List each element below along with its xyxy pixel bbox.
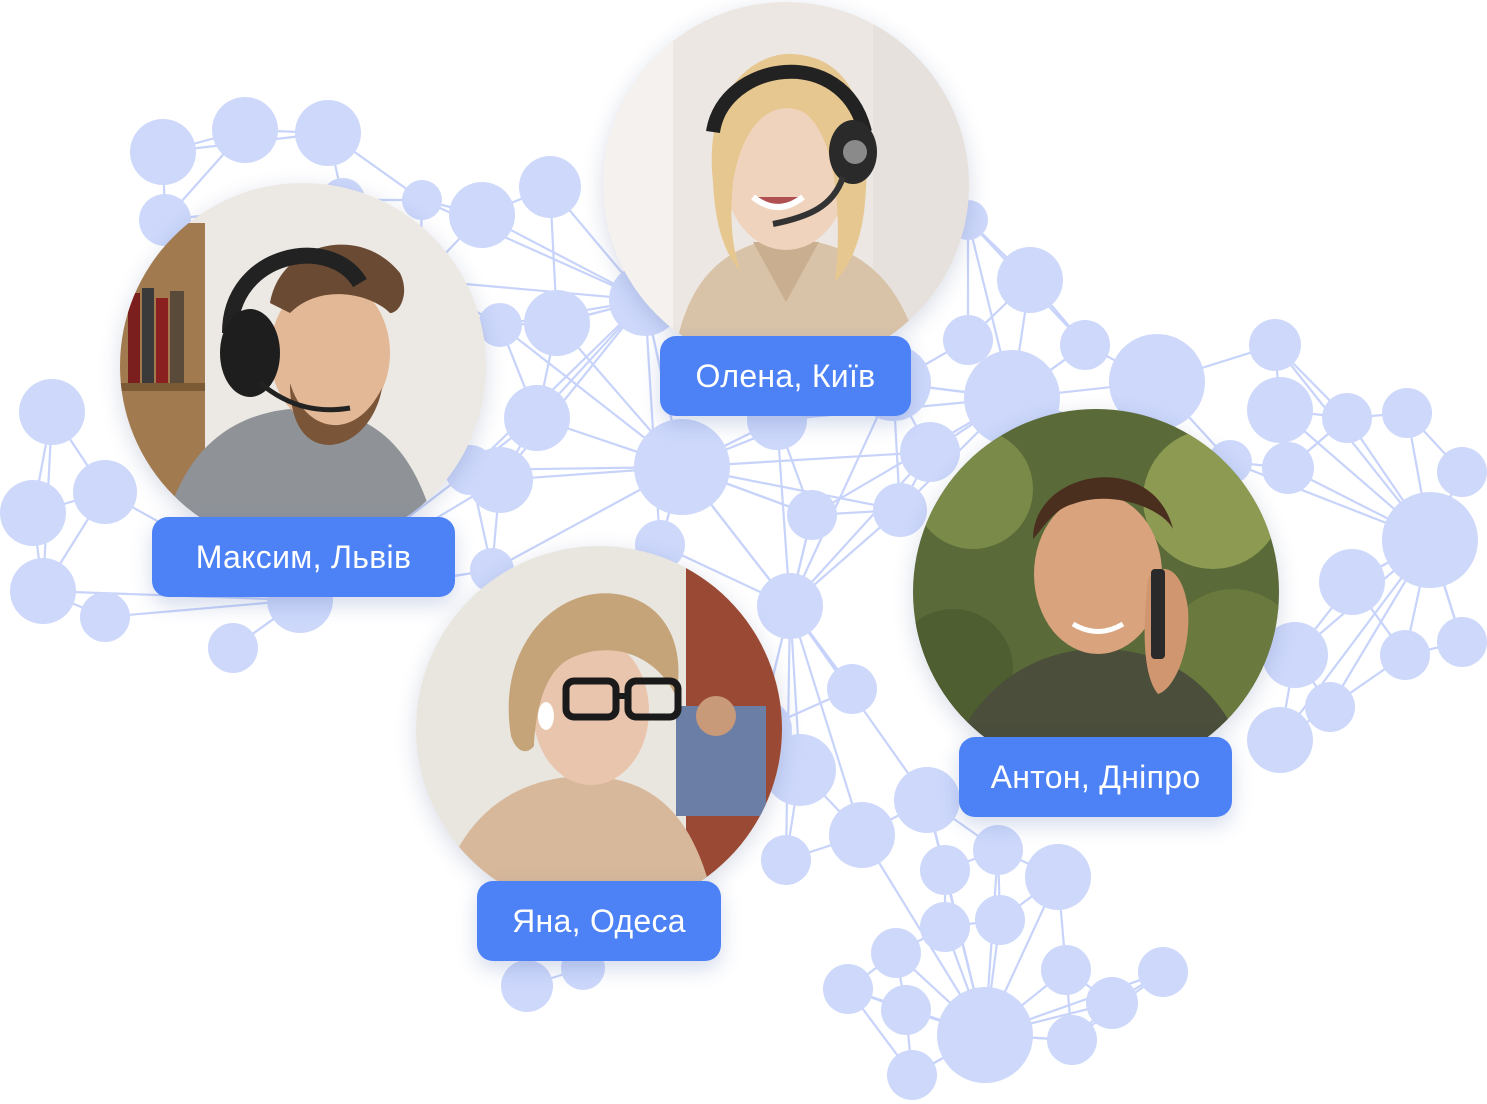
network-node (937, 987, 1033, 1083)
network-node (764, 734, 836, 806)
network-node (634, 419, 730, 515)
network-node (73, 460, 137, 524)
network-node (1086, 977, 1138, 1029)
network-node (757, 573, 823, 639)
network-node (19, 379, 85, 445)
network-node (80, 592, 130, 642)
network-node (1437, 447, 1487, 497)
network-node (973, 825, 1023, 875)
network-node (871, 928, 921, 978)
network-node (519, 156, 581, 218)
network-node (1247, 707, 1313, 773)
network-node (997, 247, 1063, 313)
network-edge (789, 451, 931, 607)
network-node (295, 100, 361, 166)
olena-photo (603, 2, 969, 368)
network-node (881, 985, 931, 1035)
yana-photo (416, 546, 782, 912)
network-node (1319, 549, 1385, 615)
network-node (943, 315, 993, 365)
maksym-caption: Максим, Львів (152, 517, 455, 597)
network-edge (469, 299, 646, 471)
network-node (1249, 319, 1301, 371)
network-node (887, 1050, 937, 1100)
anton-caption: Антон, Дніпро (959, 737, 1232, 817)
maksym-photo (120, 183, 486, 549)
network-node (1060, 320, 1110, 370)
network-node (894, 767, 960, 833)
network-node (920, 902, 970, 952)
network-node (1322, 393, 1372, 443)
network-node (1380, 630, 1430, 680)
network-node (0, 480, 66, 546)
network-node (1025, 844, 1091, 910)
network-node (1437, 617, 1487, 667)
network-node (827, 664, 877, 714)
network-node (829, 802, 895, 868)
network-node (1041, 945, 1091, 995)
network-node (975, 895, 1025, 945)
yana-caption: Яна, Одеса (477, 881, 721, 961)
network-edge (499, 299, 646, 481)
network-node (873, 483, 927, 537)
network-node (1262, 442, 1314, 494)
network-node (130, 119, 196, 185)
network-node (501, 960, 553, 1012)
network-node (1305, 682, 1355, 732)
network-node (1109, 334, 1205, 430)
network-node (1047, 1015, 1097, 1065)
network-node (10, 558, 76, 624)
network-node (449, 182, 515, 248)
network-node (1247, 377, 1313, 443)
network-edge (789, 382, 894, 607)
network-node (787, 490, 837, 540)
network-node (504, 385, 570, 451)
network-node (478, 303, 522, 347)
network-node (1138, 947, 1188, 997)
network-node (823, 964, 873, 1014)
olena-caption: Олена, Київ (660, 336, 911, 416)
network-node (212, 97, 278, 163)
network-node (761, 835, 811, 885)
network-node (1382, 388, 1432, 438)
network-edge (788, 605, 864, 836)
network-node (1262, 622, 1328, 688)
network-node (1382, 492, 1478, 588)
network-node (524, 290, 590, 356)
network-node (920, 845, 970, 895)
anton-photo (913, 409, 1279, 775)
network-node (208, 623, 258, 673)
network-node (402, 180, 442, 220)
network-node (900, 422, 960, 482)
